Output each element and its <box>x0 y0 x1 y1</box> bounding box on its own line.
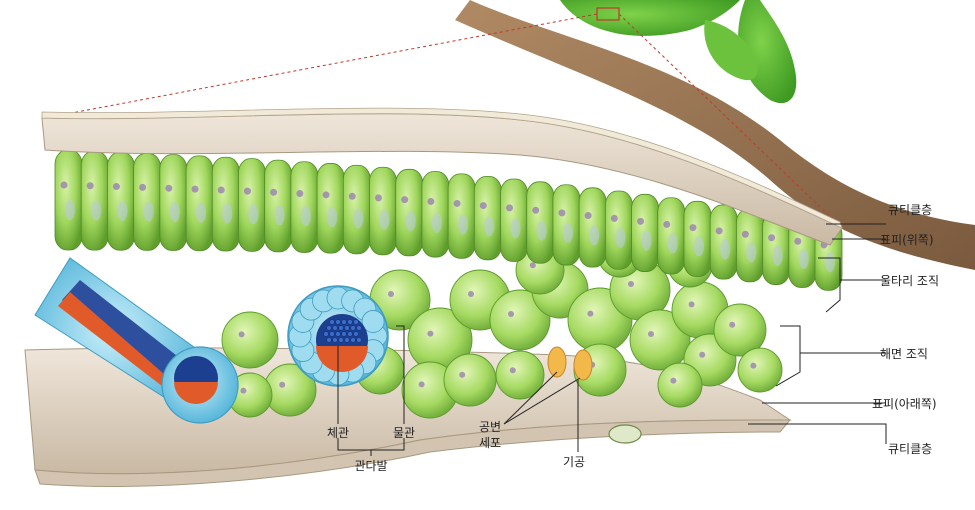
spongy-cell <box>489 289 551 351</box>
label-phloem: 체관 <box>326 426 350 440</box>
spongy-cell <box>713 303 767 357</box>
xylem-vessel <box>356 337 362 343</box>
palisade-cell <box>735 208 764 283</box>
palisade-cell <box>526 181 555 264</box>
xylem-vessel <box>329 331 335 337</box>
palisade-cell <box>316 163 345 254</box>
label-xylem: 물관 <box>392 426 416 440</box>
magnification-guide-lines <box>44 13 843 229</box>
bundle-sheath-cell <box>361 310 385 333</box>
spongy-cell <box>629 309 691 371</box>
xylem-vessel <box>350 337 356 343</box>
phloem-region <box>316 346 368 372</box>
palisade-cell <box>447 173 476 259</box>
xylem-vessel <box>344 337 350 343</box>
xylem-vessel <box>332 337 338 343</box>
label-stoma: 기공 <box>562 455 586 469</box>
palisade-cell <box>211 156 240 252</box>
palisade-cell <box>264 159 293 253</box>
xylem-vessel <box>353 319 359 325</box>
spongy-cell <box>657 362 703 408</box>
xylem-vessel <box>326 325 332 331</box>
label-leader-lines <box>337 223 887 456</box>
xylem-vessel <box>353 331 359 337</box>
xylem-vessel <box>344 325 350 331</box>
palisade-cell <box>185 155 214 252</box>
palisade-cell <box>604 190 633 270</box>
guard-cells <box>547 346 593 381</box>
upper-epidermis <box>41 107 843 246</box>
palisade-cell <box>290 161 319 253</box>
palisade-cell <box>709 204 738 280</box>
xylem-vessel <box>332 325 338 331</box>
xylem-vessel <box>323 331 329 337</box>
label-guard-cell-line1: 공변 <box>478 420 502 434</box>
label-palisade: 울타리 조직 <box>880 274 940 288</box>
palisade-cell <box>500 178 528 262</box>
label-epidermis-upper: 표피(위쪽) <box>880 233 934 247</box>
leaf-bud-small-shape <box>704 20 758 81</box>
palisade-cell <box>238 158 266 252</box>
spongy-cell <box>221 311 279 369</box>
xylem-vessel <box>356 325 362 331</box>
xylem-vessel <box>329 319 335 325</box>
palisade-cell <box>552 184 581 266</box>
xylem-vessel <box>338 337 344 343</box>
palisade-cell <box>107 151 135 251</box>
palisade-cell <box>473 175 502 261</box>
vascular-bundle-cross-section <box>287 285 389 387</box>
palisade-cell <box>342 164 371 255</box>
spongy-cell <box>369 269 431 331</box>
palisade-cell <box>133 153 162 251</box>
xylem-vessel <box>350 325 356 331</box>
plant-illustration <box>455 0 975 270</box>
palisade-cell <box>421 171 450 258</box>
xylem-vessel <box>347 331 353 337</box>
palisade-cell <box>395 168 424 257</box>
palisade-cell <box>631 193 659 272</box>
palisade-cell <box>159 154 188 251</box>
label-epidermis-lower: 표피(아래쪽) <box>872 397 937 411</box>
xylem-vessel <box>335 331 341 337</box>
xylem-vessel <box>341 331 347 337</box>
spongy-cell <box>263 363 317 417</box>
label-cuticle-lower: 큐티클층 <box>888 442 933 456</box>
stem-shape <box>455 0 975 270</box>
palisade-cell <box>54 149 83 251</box>
leaf-shape <box>560 0 740 36</box>
spongy-cell <box>495 350 545 400</box>
xylem-vessel <box>347 319 353 325</box>
xylem-vessel <box>341 319 347 325</box>
spongy-cell <box>737 347 783 393</box>
palisade-cell <box>683 200 712 277</box>
palisade-cell <box>657 197 686 275</box>
label-spongy: 해면 조직 <box>880 347 928 361</box>
xylem-vessel <box>326 337 332 343</box>
label-guard-cell-line2: 세포 <box>478 436 502 450</box>
palisade-cell <box>369 166 397 256</box>
label-vascular-bundle: 관다발 <box>354 459 388 473</box>
palisade-cell <box>80 150 109 251</box>
palisade-cell <box>578 187 607 268</box>
vascular-bundle-cylinder <box>34 257 239 424</box>
label-cuticle-upper: 큐티클층 <box>888 203 933 217</box>
spongy-cell <box>443 353 497 407</box>
xylem-vessel <box>338 325 344 331</box>
xylem-vessel <box>335 319 341 325</box>
